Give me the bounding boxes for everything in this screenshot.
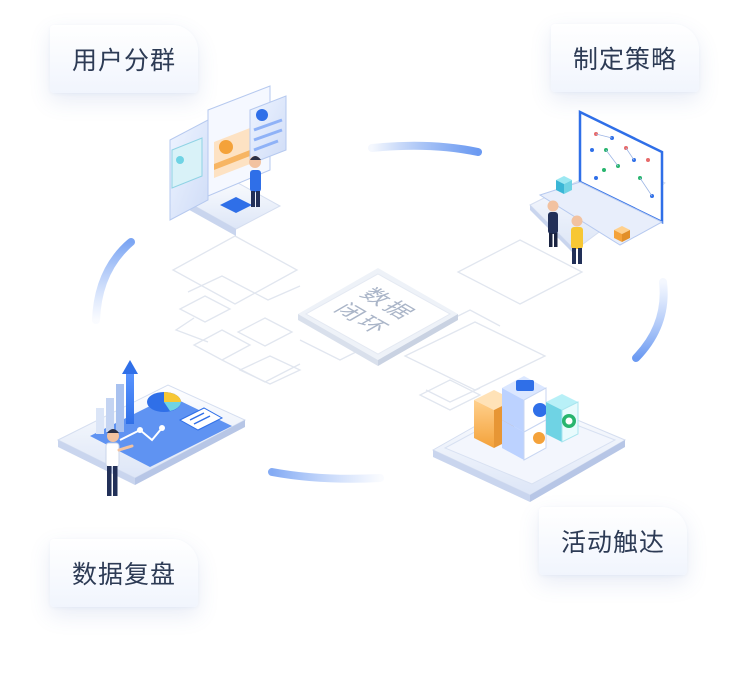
step-label-text: 活动触达: [561, 528, 666, 557]
background-grid: [171, 235, 584, 411]
step-label-text: 用户分群: [72, 46, 177, 75]
step-label-user-segmentation: 用户分群: [50, 25, 199, 93]
loop-arcs: [92, 141, 668, 483]
step-label-text: 制定策略: [573, 45, 678, 74]
strategy-illustration: [529, 109, 666, 264]
step-label-text: 数据复盘: [72, 560, 177, 589]
outreach-illustration: [431, 376, 627, 502]
step-label-outreach: 活动触达: [539, 507, 688, 575]
user-segmentation-illustration: [169, 85, 287, 236]
step-label-strategy: 制定策略: [551, 24, 700, 92]
data-review-illustration: [56, 360, 247, 496]
center-tile: 数据 闭环: [298, 268, 458, 366]
step-label-data-review: 数据复盘: [50, 539, 199, 607]
